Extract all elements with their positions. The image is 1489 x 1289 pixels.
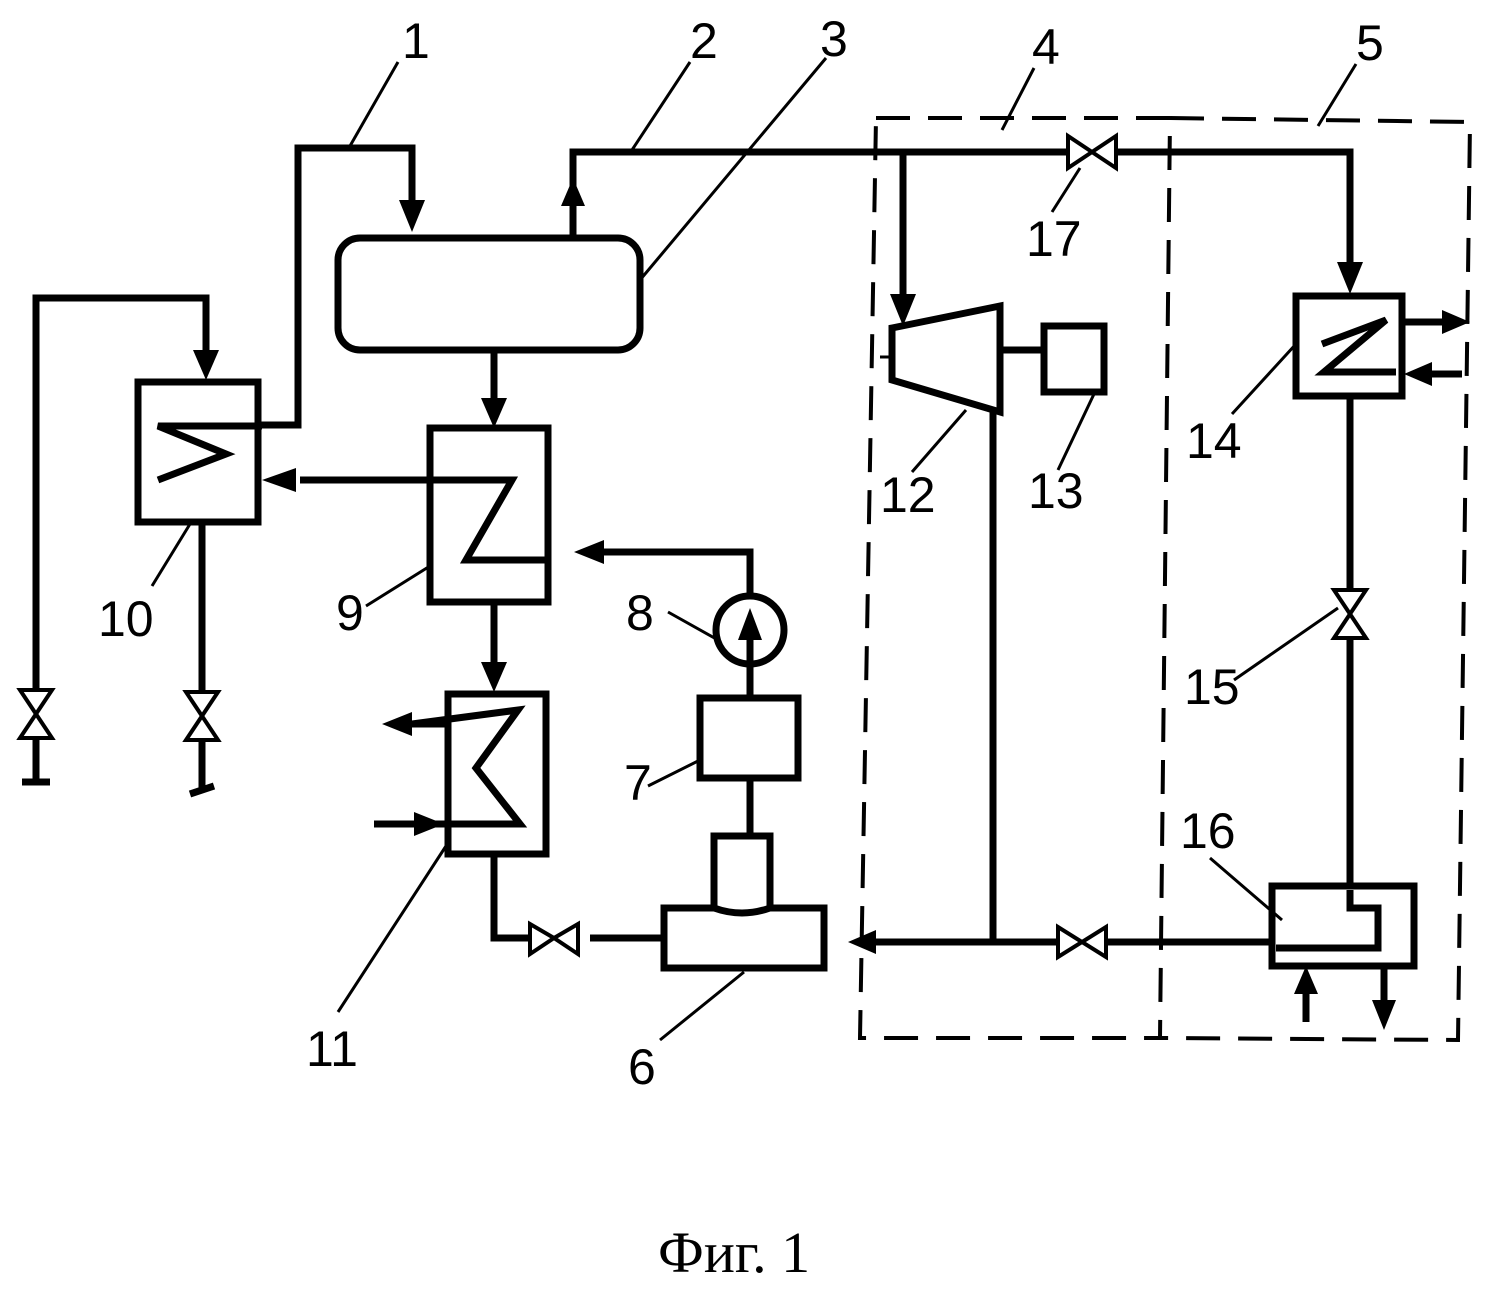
unit-16 (1272, 886, 1414, 966)
leader-15 (1234, 608, 1338, 680)
leader-3 (640, 58, 826, 280)
valve-bottom[interactable] (1058, 927, 1106, 957)
valve-11-outlet[interactable] (530, 924, 578, 954)
leader-14 (1232, 344, 1296, 414)
label-12: 12 (880, 467, 936, 523)
line-left-2-drain (190, 740, 214, 794)
leader-17 (1052, 168, 1080, 212)
leader-5 (1318, 64, 1356, 126)
arrow-9-to-10 (262, 468, 296, 492)
label-10: 10 (98, 591, 154, 647)
label-3: 3 (820, 11, 848, 67)
generator (1044, 326, 1104, 392)
leader-4 (1002, 68, 1034, 130)
figure-caption: Фиг. 1 (658, 1220, 810, 1285)
arrow-into-9-coil (574, 540, 604, 564)
leader-8 (668, 612, 718, 640)
arrow-16-in (1294, 966, 1318, 994)
leader-2 (632, 62, 690, 150)
leader-6 (660, 972, 744, 1040)
arrow-into-14 (1337, 262, 1363, 294)
separator-drum (338, 238, 640, 350)
label-15: 15 (1184, 659, 1240, 715)
block-7 (700, 698, 798, 778)
leader-13 (1058, 394, 1094, 470)
line-8-to-9 (600, 552, 750, 598)
arrow-into-11 (481, 662, 507, 692)
valve-17[interactable] (1068, 136, 1116, 168)
label-1: 1 (402, 13, 430, 69)
arrow-16-out (1372, 1000, 1396, 1030)
leader-11 (338, 846, 446, 1012)
line-left-1-drain (22, 738, 50, 782)
label-6: 6 (628, 1039, 656, 1095)
label-16: 16 (1180, 803, 1236, 859)
arrow-line-1 (399, 200, 425, 232)
arrow-11-out (382, 712, 412, 736)
condenser-14 (1296, 296, 1402, 396)
label-2: 2 (690, 13, 718, 69)
label-11: 11 (306, 1021, 358, 1077)
valve-15[interactable] (1334, 590, 1366, 638)
turbine (892, 306, 1000, 412)
label-17: 17 (1026, 211, 1082, 267)
label-7: 7 (624, 755, 652, 811)
label-4: 4 (1032, 19, 1060, 75)
arrow-14-in (1404, 362, 1432, 386)
arrow-line-2 (561, 178, 585, 206)
heat-exchanger-10 (138, 382, 258, 522)
arrow-into-10 (193, 350, 219, 380)
arrow-11-in (414, 812, 444, 836)
label-5: 5 (1356, 15, 1384, 71)
leader-10 (152, 524, 190, 586)
line-valve-to-11 (494, 856, 530, 938)
label-8: 8 (626, 585, 654, 641)
valve-left-2[interactable] (186, 692, 218, 740)
valve-left-1[interactable] (20, 690, 52, 738)
line-to-condenser-14 (1116, 152, 1350, 285)
leader-9 (366, 566, 430, 606)
line-2 (573, 152, 1068, 238)
unit-6 (664, 836, 824, 968)
label-14: 14 (1186, 413, 1242, 469)
label-9: 9 (336, 585, 364, 641)
leader-1 (350, 62, 398, 146)
leader-7 (648, 760, 700, 786)
label-13: 13 (1028, 463, 1084, 519)
arrow-into-9 (481, 398, 507, 428)
leader-12 (912, 410, 966, 472)
